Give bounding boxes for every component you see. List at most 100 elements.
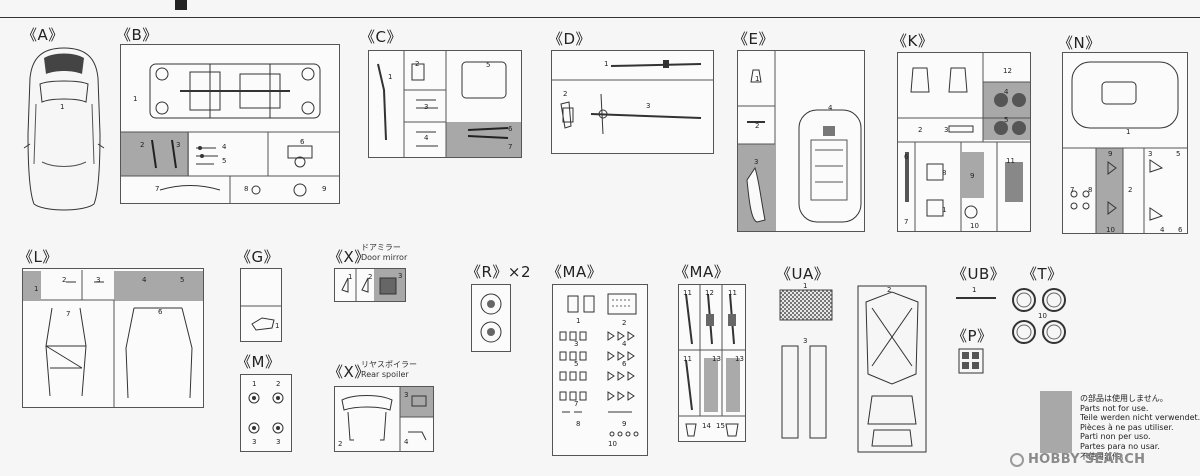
top-rule (0, 17, 1200, 18)
sprue-ua-parts (779, 289, 833, 439)
sprue-r-frame (471, 284, 511, 352)
part-number: 2 (918, 126, 923, 134)
part-number: 4 (1004, 88, 1009, 96)
unused-part-area (400, 387, 433, 417)
sprue-p-parts (958, 348, 984, 374)
part-number: 1 (576, 317, 581, 325)
part-number: 7 (904, 218, 909, 226)
door-mirror-en: Door mirror (361, 253, 408, 262)
part-number: 11 (683, 355, 692, 363)
part-number: 3 (574, 340, 579, 348)
part-number: 10 (608, 440, 617, 448)
section-ma1-label: 《MA》 (547, 263, 603, 281)
sprue-c-parts (377, 50, 509, 158)
part-number: 10 (1106, 226, 1115, 234)
section-p-label: 《P》 (952, 327, 993, 345)
part-number: 5 (180, 276, 185, 284)
part-number: 3 (646, 102, 651, 110)
part-number: 15 (716, 422, 725, 430)
section-x2-label: 《X》 (328, 363, 370, 381)
section-x1-label: 《X》 (328, 248, 370, 266)
part-number: 1 (60, 103, 65, 111)
legend-de: Teile werden nicht verwendet. (1080, 413, 1200, 423)
sprue-x1-parts (341, 268, 397, 302)
part-number: 10 (970, 222, 979, 230)
part-number: 2 (368, 273, 373, 281)
part-number: 4 (222, 143, 227, 151)
sprue-g-parts (240, 305, 282, 331)
part-number: 3 (404, 391, 409, 399)
part-number: 7 (508, 143, 513, 151)
rear-spoiler-jp: リヤスポイラー (361, 360, 417, 369)
sprue-m-parts (248, 392, 284, 434)
part-number: 9 (322, 185, 327, 193)
part-number: 2 (622, 319, 627, 327)
sprue-ub-part (956, 297, 996, 299)
section-a-label: 《A》 (22, 26, 64, 44)
section-ua-label: 《UA》 (776, 265, 830, 283)
legend-jp: の部品は使用しません。 (1080, 394, 1168, 403)
legend-es: Partes para no usar. (1080, 441, 1160, 451)
sprue-ma1-frame (552, 284, 648, 456)
part-number: 2 (415, 60, 420, 68)
page-mark (175, 0, 187, 10)
part-number: 11 (728, 289, 737, 297)
section-g-label: 《G》 (236, 248, 280, 266)
part-number: 6 (1178, 226, 1183, 234)
unused-parts-legend: の部品は使用しません。 Parts not for use. Teile wer… (1080, 394, 1200, 461)
part-number: 2 (755, 122, 760, 130)
part-number: 9 (970, 172, 975, 180)
part-number: 1 (133, 95, 138, 103)
legend-zh: 不使用部件。 (1080, 451, 1128, 461)
part-number: 6 (622, 360, 627, 368)
sprue-k-parts (897, 52, 1031, 232)
part-number: 7 (1070, 186, 1075, 194)
part-number: 8 (576, 420, 581, 428)
part-number: 2 (887, 286, 892, 294)
part-number: 4 (828, 104, 833, 112)
unused-part-area (114, 271, 203, 299)
door-mirror-jp: ドアミラー (361, 243, 401, 252)
part-number: 6 (300, 138, 305, 146)
part-number: 1 (803, 282, 808, 290)
sprue-d-frame (551, 50, 714, 154)
part-number: 2 (563, 90, 568, 98)
part-number: 12 (705, 289, 714, 297)
part-number: 7 (66, 310, 71, 318)
watermark: HOBBY SEARCH (1010, 452, 1145, 467)
part-number: 11 (683, 289, 692, 297)
part-number: 1 (252, 380, 257, 388)
part-number: 6 (508, 125, 513, 133)
part-number: 6 (904, 153, 909, 161)
part-number: 2 (276, 380, 281, 388)
unused-part-area (446, 122, 521, 157)
section-l-label: 《L》 (18, 248, 58, 266)
part-number: 1 (942, 206, 947, 214)
part-number: 8 (942, 169, 947, 177)
part-number: 4 (404, 438, 409, 446)
section-b-label: 《B》 (116, 26, 158, 44)
part-number: 4 (1160, 226, 1165, 234)
part-number: 3 (803, 337, 808, 345)
part-number: 4 (424, 134, 429, 142)
part-number: 8 (244, 185, 249, 193)
part-number: 9 (622, 420, 627, 428)
sprue-ma2-parts (678, 284, 746, 437)
part-number: 7 (574, 400, 579, 408)
part-number: 6 (158, 308, 163, 316)
part-number: 3 (96, 276, 101, 284)
part-number: 4 (142, 276, 147, 284)
sprue-b-parts (120, 63, 340, 204)
rear-spoiler-en: Rear spoiler (361, 370, 409, 379)
part-number: 1 (34, 285, 39, 293)
section-t-label: 《T》 (1022, 265, 1063, 283)
section-k-label: 《K》 (892, 32, 934, 50)
part-number: 3 (754, 158, 759, 166)
part-number: 2 (140, 141, 145, 149)
part-number: 1 (972, 286, 977, 294)
sprue-m-frame (240, 374, 292, 452)
part-number: 8 (1088, 186, 1093, 194)
part-number: 7 (155, 185, 160, 193)
unused-part-area (23, 271, 41, 299)
section-ma2-label: 《MA》 (674, 263, 730, 281)
